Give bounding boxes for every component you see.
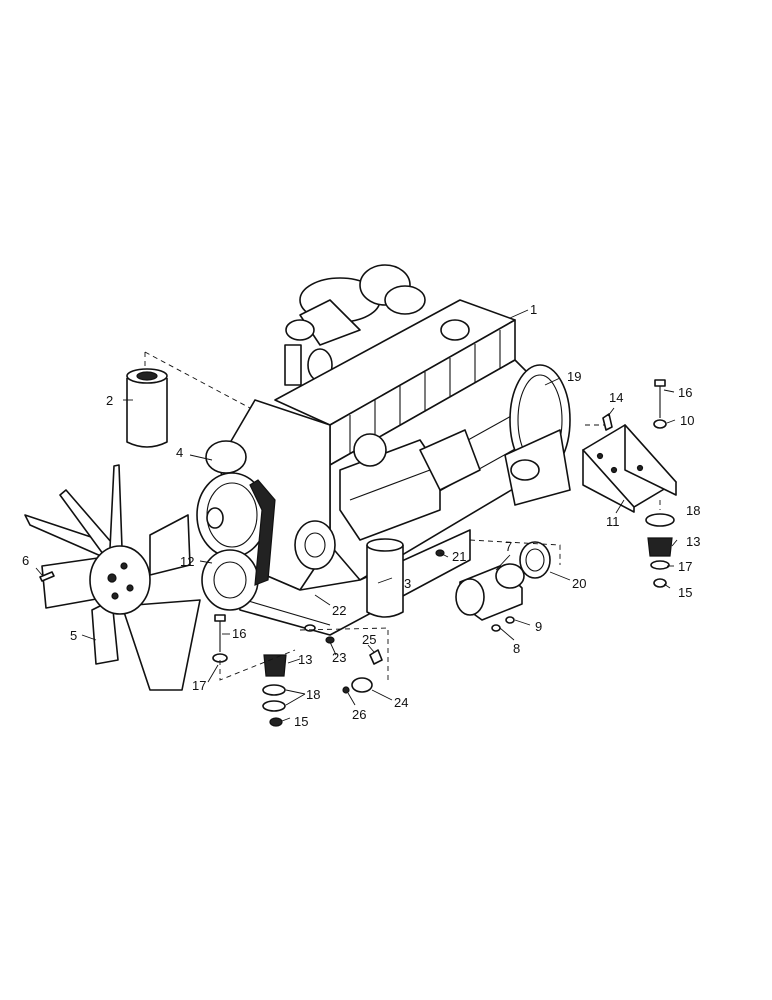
callout-21: 21 (452, 549, 466, 564)
callout-3: 3 (404, 576, 411, 591)
callout-5: 5 (70, 628, 77, 643)
callout-6: 6 (22, 553, 29, 568)
callout-12: 12 (180, 554, 194, 569)
callout-16a: 16 (232, 626, 246, 641)
cooling-fan (24, 464, 201, 691)
callout-1: 1 (530, 302, 537, 317)
filter-cartridge (126, 368, 168, 448)
callout-15b: 15 (678, 585, 692, 600)
callout-7: 7 (505, 539, 512, 554)
turbocharger (284, 264, 426, 386)
mounting-bracket (582, 424, 677, 513)
engine-block (219, 299, 546, 636)
starter-motor (455, 541, 551, 621)
callout-16b: 16 (678, 385, 692, 400)
bolt-14 (602, 413, 613, 431)
callout-13a: 13 (298, 652, 312, 667)
callout-11: 11 (606, 514, 620, 529)
callout-23: 23 (332, 650, 346, 665)
callout-2: 2 (106, 393, 113, 408)
callout-15a: 15 (294, 714, 308, 729)
callout-18b: 18 (686, 503, 700, 518)
flywheel-housing (504, 364, 571, 506)
left-mount-stack (212, 614, 287, 727)
callout-17a: 17 (192, 678, 206, 693)
leader-lines (35, 309, 678, 722)
callout-17b: 17 (678, 559, 692, 574)
right-mount-stack (645, 379, 675, 588)
front-pulleys (196, 440, 336, 611)
callout-19: 19 (567, 369, 581, 384)
callout-20: 20 (572, 576, 586, 591)
callout-9: 9 (535, 619, 542, 634)
callout-25: 25 (362, 632, 376, 647)
callout-13b: 13 (686, 534, 700, 549)
callout-4: 4 (176, 445, 183, 460)
callout-8: 8 (513, 641, 520, 656)
assembly-lines (144, 351, 661, 681)
callout-14: 14 (609, 390, 623, 405)
drain-assembly (342, 649, 383, 694)
callout-18a: 18 (306, 687, 320, 702)
callout-26: 26 (352, 707, 366, 722)
callout-labels: 1 2 3 4 5 6 7 8 9 10 11 12 13 13 14 15 1… (22, 302, 700, 729)
oil-filter (366, 538, 404, 618)
callout-24: 24 (394, 695, 408, 710)
callout-22: 22 (332, 603, 346, 618)
callout-10: 10 (680, 413, 694, 428)
